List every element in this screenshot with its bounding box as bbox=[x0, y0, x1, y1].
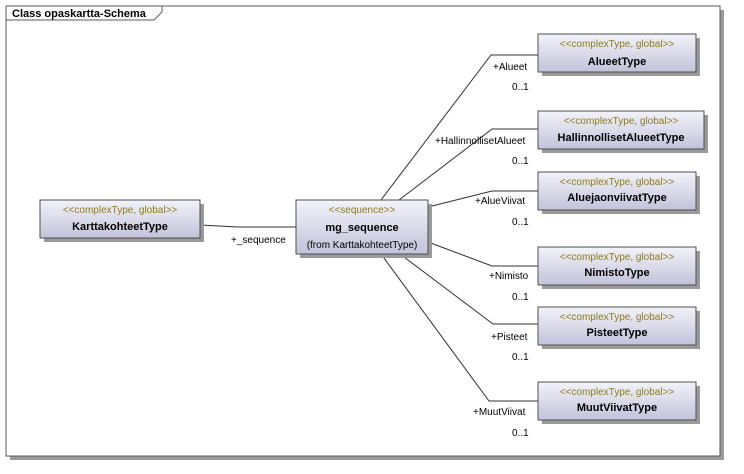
class-name: MuutViivatType bbox=[577, 402, 657, 414]
class-karttakohteettype[interactable]: <<complexType, global>> KarttakohteetTyp… bbox=[39, 199, 204, 242]
class-name: KarttakohteetType bbox=[72, 221, 168, 233]
class-pisteettype[interactable]: <<complexType, global>> PisteetType bbox=[537, 306, 700, 349]
role-label: +MuutViivat bbox=[473, 407, 526, 418]
class-stereotype: <<complexType, global>> bbox=[63, 205, 178, 216]
class-stereotype: <<complexType, global>> bbox=[564, 116, 679, 127]
role-label: +Alueet bbox=[493, 62, 527, 73]
class-stereotype: <<complexType, global>> bbox=[560, 177, 675, 188]
class-stereotype: <<complexType, global>> bbox=[560, 387, 675, 398]
class-name: AluejaonviivatType bbox=[567, 192, 666, 204]
sequence-mg-sequence[interactable]: <<sequence>> mg_sequence (from Karttakoh… bbox=[295, 199, 432, 258]
frame-title: Class opaskartta-Schema bbox=[12, 8, 147, 20]
frame-title-tab bbox=[5, 5, 163, 21]
role-label: +AlueViivat bbox=[475, 196, 525, 207]
multiplicity-label: 0..1 bbox=[512, 217, 529, 228]
role-label: +HallinnollisetAlueet bbox=[435, 136, 526, 147]
connector-alueviivat bbox=[427, 190, 538, 208]
class-hallinnollisetalueettype[interactable]: <<complexType, global>> HallinnollisetAl… bbox=[537, 110, 708, 153]
sequence-from: (from KarttakohteetType) bbox=[307, 240, 418, 251]
multiplicity-label: 0..1 bbox=[512, 352, 529, 363]
connector-alueet bbox=[380, 54, 538, 201]
connector-nimisto bbox=[427, 241, 538, 267]
connectors bbox=[199, 54, 538, 402]
sequence-stereotype: <<sequence>> bbox=[329, 205, 396, 216]
class-name: HallinnollisetAlueetType bbox=[558, 132, 685, 144]
class-name: PisteetType bbox=[587, 327, 648, 339]
root-connector bbox=[199, 224, 296, 228]
connector-muutviivat bbox=[380, 253, 538, 402]
role-label: +Nimisto bbox=[489, 271, 529, 282]
connector-pisteet bbox=[399, 253, 538, 325]
class-aluejaonviivattype[interactable]: <<complexType, global>> AluejaonviivatTy… bbox=[537, 171, 700, 214]
class-stereotype: <<complexType, global>> bbox=[560, 312, 675, 323]
sequence-name: mg_sequence bbox=[325, 222, 398, 234]
class-muutviivattype[interactable]: <<complexType, global>> MuutViivatType bbox=[537, 381, 700, 424]
class-name: AlueetType bbox=[588, 56, 646, 68]
root-role-label: +_sequence bbox=[231, 235, 286, 246]
class-name: NimistoType bbox=[584, 267, 649, 279]
multiplicity-label: 0..1 bbox=[512, 428, 529, 439]
class-aluettype[interactable]: <<complexType, global>> AlueetType bbox=[537, 33, 700, 76]
multiplicity-label: 0..1 bbox=[512, 82, 529, 93]
class-nimistotype[interactable]: <<complexType, global>> NimistoType bbox=[537, 246, 700, 289]
multiplicity-label: 0..1 bbox=[512, 292, 529, 303]
role-label: +Pisteet bbox=[491, 332, 528, 343]
multiplicity-label: 0..1 bbox=[512, 156, 529, 167]
class-stereotype: <<complexType, global>> bbox=[560, 252, 675, 263]
class-stereotype: <<complexType, global>> bbox=[560, 39, 675, 50]
connector-hallinnolliset bbox=[398, 128, 538, 201]
